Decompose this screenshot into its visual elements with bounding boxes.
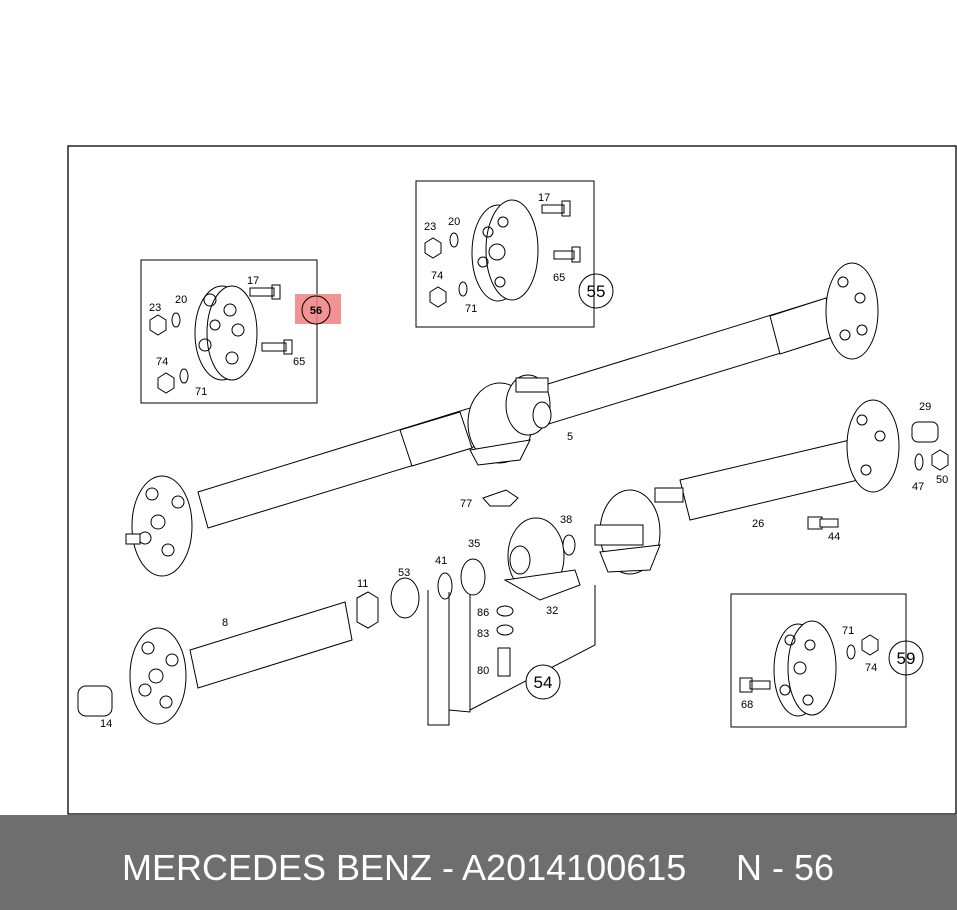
highlight-label: 56 [310,305,322,317]
label-14: 14 [100,718,112,730]
rear-shaft-section [482,399,949,575]
label-23a: 23 [149,302,161,314]
highlight-56-marker[interactable]: 56 [295,294,341,325]
label-11: 11 [357,578,368,590]
group-label-54: 54 [534,673,553,692]
label-17a: 17 [247,275,259,287]
label-8: 8 [222,617,228,629]
label-65a: 65 [293,356,305,368]
parts-diagram: 17 20 23 74 71 65 56 17 20 23 74 71 65 5… [67,145,957,815]
part-number-text: MERCEDES BENZ - A2014100615 [122,847,687,888]
diagram-frame [67,145,957,815]
label-71b: 71 [465,303,477,315]
label-32: 32 [546,605,558,617]
group-label-55: 55 [587,282,606,301]
label-77: 77 [460,498,472,510]
label-86: 86 [477,607,489,619]
group-label-59: 59 [897,649,916,668]
label-71c: 71 [842,625,854,637]
part-footer: MERCEDES BENZ - A2014100615 N - 56 [0,815,957,910]
label-26: 26 [752,518,764,530]
label-38: 38 [560,514,572,526]
detail-box-59 [730,593,924,728]
label-47: 47 [912,481,924,493]
label-5: 5 [567,431,573,443]
detail-box-56 [140,259,318,404]
center-bearing-group [356,517,596,726]
label-53: 53 [398,567,410,579]
label-20a: 20 [175,294,187,306]
label-41: 41 [435,555,447,567]
label-50: 50 [936,474,948,486]
front-shaft-section [77,601,353,725]
label-44: 44 [828,531,840,543]
label-80: 80 [477,665,489,677]
label-71a: 71 [195,386,207,398]
position-text: N - 56 [736,847,835,888]
label-74a: 74 [156,356,168,368]
main-propeller-shaft [125,262,879,577]
highlight-box [295,294,341,324]
detail-box-55 [415,180,614,328]
label-17b: 17 [538,192,550,204]
label-83: 83 [477,628,489,640]
label-23b: 23 [424,221,436,233]
label-65b: 65 [553,272,565,284]
label-68: 68 [741,699,753,711]
label-74c: 74 [865,662,877,674]
label-20b: 20 [448,216,460,228]
label-74b: 74 [431,270,443,282]
label-29: 29 [919,401,931,413]
label-35: 35 [468,538,480,550]
